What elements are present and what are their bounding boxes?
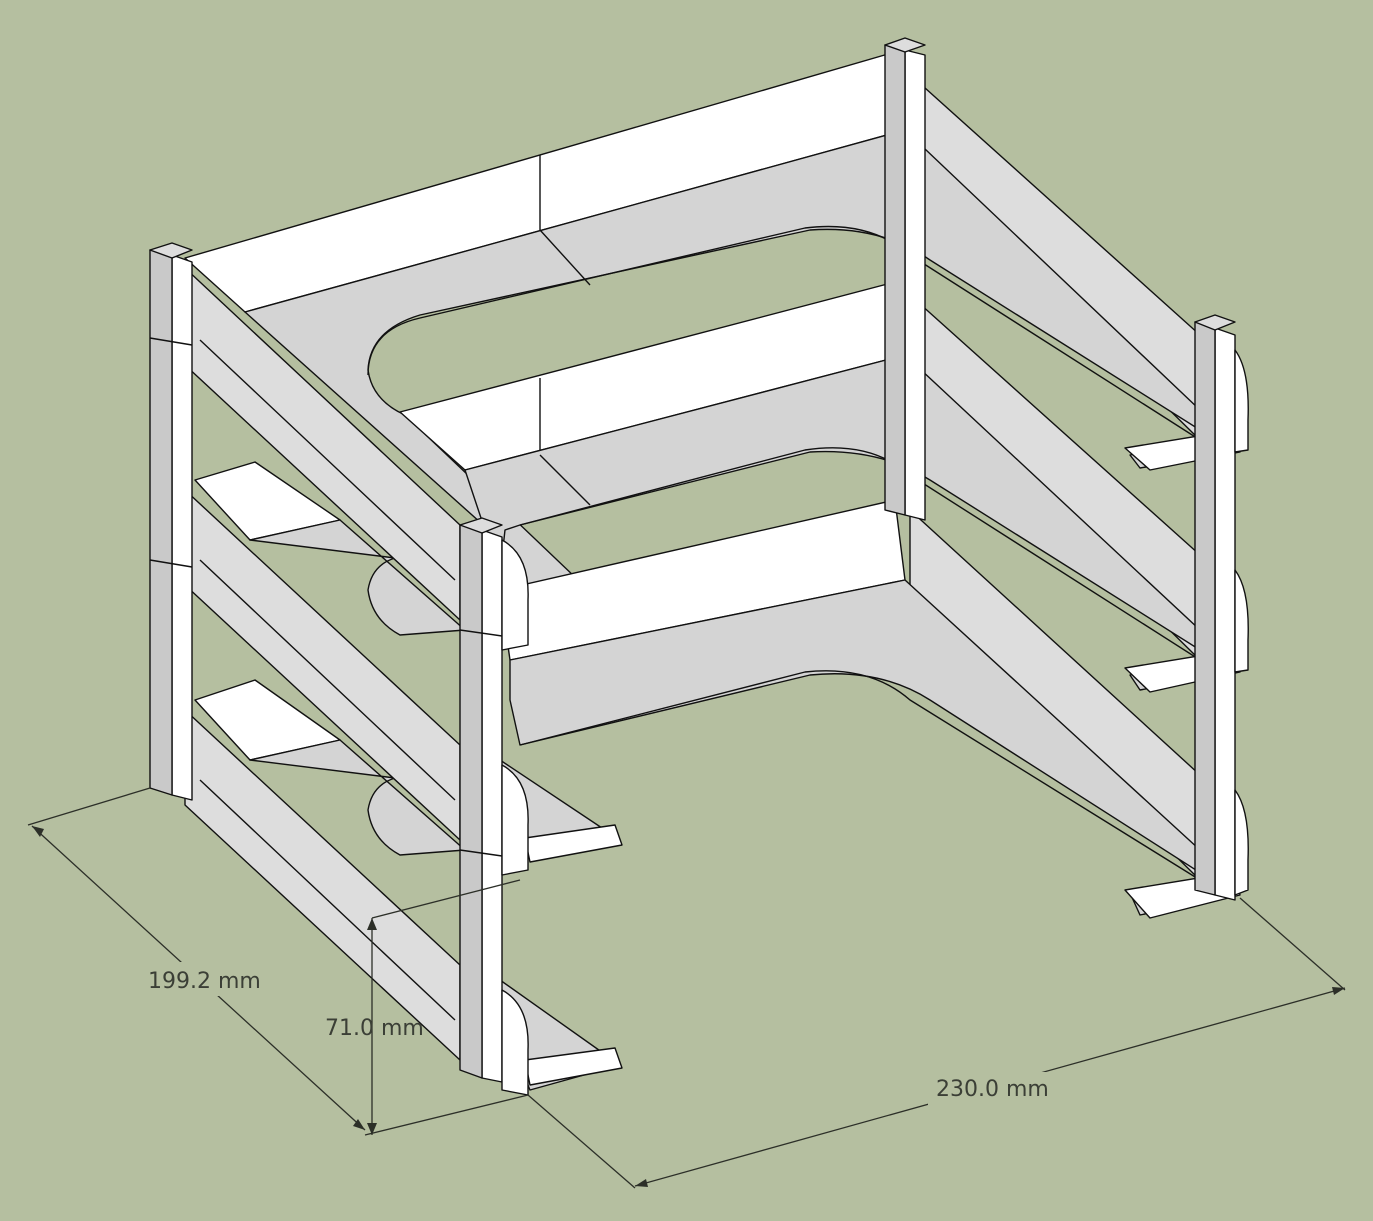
post-front-left[interactable] [459, 517, 529, 1096]
shelf-bottom-cutout-edge [519, 670, 1201, 881]
dimension-depth-extension-back [27, 787, 151, 826]
left-panel-middle-groove [199, 559, 456, 801]
post-back-left-front [171, 254, 193, 801]
post-back-left-joint-2 [149, 559, 193, 568]
shelf-top-seam [539, 229, 591, 286]
dimension-width[interactable]: 230.0 mm [527, 897, 1346, 1189]
left-shelf-low [249, 739, 466, 856]
dimension-width-extension-left [527, 1094, 636, 1189]
dimension-height-arrow-top [367, 918, 377, 930]
left-shelf-mid [249, 519, 466, 636]
post-front-right-cap [1194, 314, 1236, 331]
post-back-left[interactable] [149, 242, 193, 801]
post-front-right-bracket-mid [1234, 569, 1249, 673]
shelf-middle-seam [539, 454, 591, 506]
dimension-depth-arrow-start [32, 826, 44, 837]
dimension-height-label: 71.0 mm [325, 1016, 424, 1041]
left-inner-shelves[interactable] [194, 461, 623, 1091]
dimension-depth-arrow-end [353, 1119, 365, 1130]
dimension-width-extension-right [1239, 897, 1346, 991]
post-front-right[interactable] [1194, 314, 1249, 901]
dimension-depth-label-bg [140, 962, 260, 996]
dimension-depth[interactable]: 199.2 mm [27, 787, 529, 1136]
left-side-panels[interactable] [184, 267, 461, 1061]
post-back-right-cap [884, 37, 926, 53]
post-front-left-joint-1 [459, 629, 503, 637]
post-front-left-cap [459, 517, 503, 534]
post-front-left-front [481, 529, 503, 1083]
post-front-right-bracket-top [1234, 349, 1249, 453]
left-panel-bottom-groove [199, 779, 456, 1021]
post-front-left-bracket-top [501, 539, 529, 651]
dimension-height-extension-top [371, 879, 521, 919]
dimension-depth-extension-front [364, 1094, 529, 1136]
post-back-right-side [884, 44, 906, 516]
post-front-right-front [1214, 327, 1236, 901]
dimension-height[interactable]: 71.0 mm [325, 879, 521, 1135]
post-back-left-cap [149, 242, 193, 259]
post-back-left-side [149, 249, 173, 796]
dimension-width-label: 230.0 mm [936, 1077, 1049, 1102]
post-front-left-side [459, 524, 483, 1079]
dimension-width-arrow-end [1332, 987, 1345, 995]
dimension-width-arrow-start [635, 1179, 648, 1187]
post-front-left-bracket-mid [501, 764, 529, 876]
dimension-height-arrow-bottom [367, 1123, 377, 1135]
post-front-left-joint-2 [459, 849, 503, 857]
dimension-depth-label: 199.2 mm [148, 969, 261, 994]
post-back-right[interactable] [884, 37, 926, 521]
dimension-width-label-bg [928, 1072, 1048, 1106]
post-front-right-bracket-base [1234, 789, 1249, 896]
post-front-left-bracket-base [501, 989, 529, 1096]
left-panel-top-groove [199, 339, 456, 581]
post-back-left-joint-1 [149, 337, 193, 346]
post-front-right-side [1194, 321, 1216, 896]
post-back-right-front [904, 49, 926, 521]
